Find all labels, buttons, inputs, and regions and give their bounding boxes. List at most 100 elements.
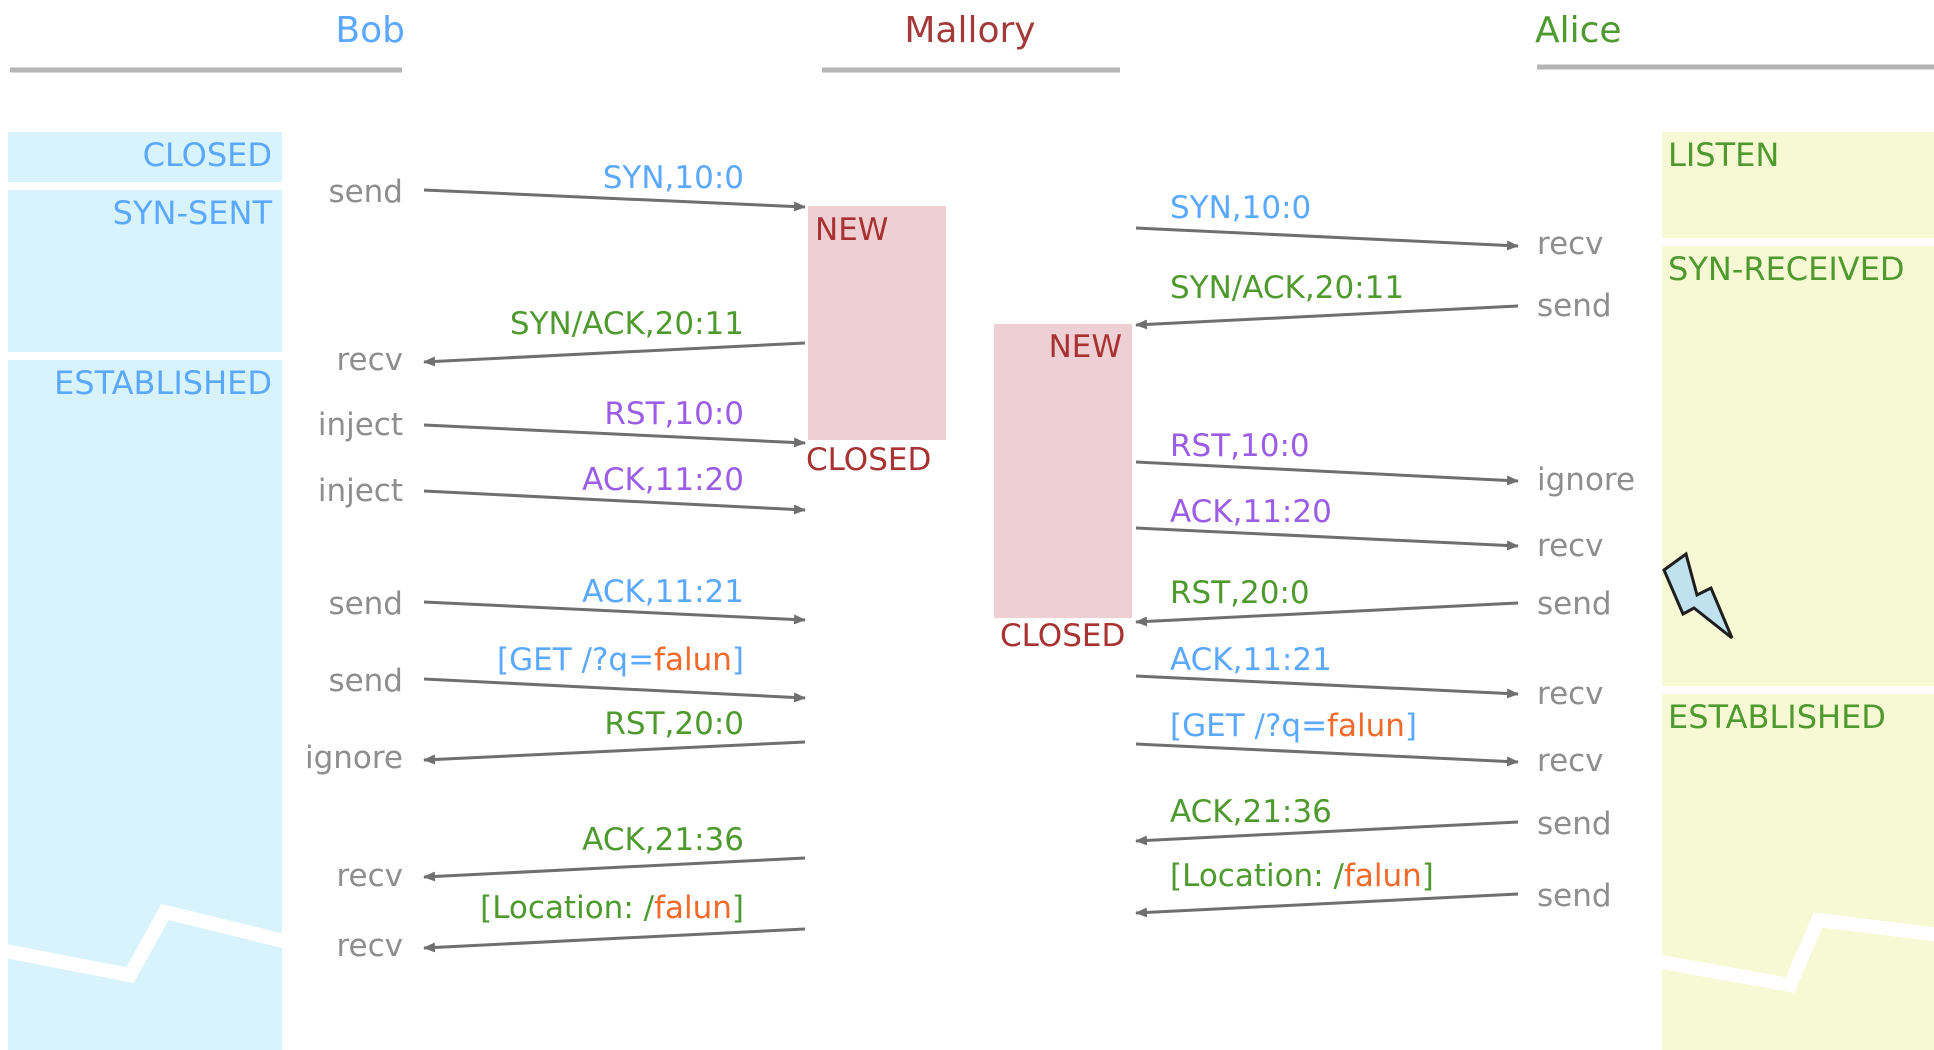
message-keyword: falun bbox=[1344, 858, 1422, 894]
bob-action-label: recv bbox=[336, 342, 403, 378]
message-arrow-to-mallory bbox=[423, 423, 806, 448]
bob-message-label: [GET /?q=falun] bbox=[497, 642, 744, 678]
alice-side-messages: SYN,10:0 SYN/ACK,20:11 RST,10:0 ACK,11:2… bbox=[1135, 190, 1519, 918]
alice-action-label: send bbox=[1537, 586, 1612, 622]
message-text: [GET /?q= bbox=[497, 642, 654, 678]
alice-action-label: recv bbox=[1537, 528, 1604, 564]
message-arrow-to-mallory bbox=[423, 489, 806, 515]
bob-side-messages: SYN,10:0 SYN/ACK,20:11 RST,10:0 ACK,11:2… bbox=[423, 160, 806, 953]
alice-action-label: recv bbox=[1537, 743, 1604, 779]
header-alice: Alice bbox=[1535, 10, 1934, 70]
party-name-bob: Bob bbox=[335, 10, 405, 51]
bob-state-box-syn-sent bbox=[8, 190, 282, 352]
header-mallory: Mallory bbox=[822, 10, 1120, 73]
bob-message-label: ACK,11:20 bbox=[582, 462, 744, 498]
message-keyword: falun bbox=[654, 642, 732, 678]
alice-message-label: [Location: /falun] bbox=[1170, 858, 1434, 894]
alice-state-label: ESTABLISHED bbox=[1668, 698, 1886, 736]
bob-action-label: inject bbox=[318, 407, 403, 443]
message-arrow-to-mallory bbox=[1135, 892, 1519, 918]
message-arrow-to-bob bbox=[423, 927, 806, 953]
mallory-state-box-left bbox=[808, 206, 946, 440]
bob-message-label: ACK,21:36 bbox=[582, 822, 744, 858]
message-arrow-to-mallory bbox=[1135, 601, 1519, 627]
mallory-state-label: CLOSED bbox=[1000, 618, 1125, 654]
message-arrow-to-bob bbox=[423, 341, 806, 367]
alice-action-label: recv bbox=[1537, 226, 1604, 262]
message-arrow-to-alice bbox=[1135, 460, 1519, 486]
bob-message-label: RST,10:0 bbox=[604, 396, 744, 432]
message-text: ] bbox=[1422, 858, 1434, 894]
bob-state-box-closed bbox=[8, 132, 282, 182]
bob-message-label: SYN/ACK,20:11 bbox=[510, 306, 744, 342]
bob-action-label: send bbox=[328, 586, 403, 622]
alice-action-label: send bbox=[1537, 288, 1612, 324]
alice-message-label: ACK,11:20 bbox=[1170, 494, 1332, 530]
bob-state-label: CLOSED bbox=[143, 136, 272, 174]
alice-message-label: RST,20:0 bbox=[1170, 575, 1310, 611]
message-arrow-to-bob bbox=[423, 740, 806, 765]
message-keyword: falun bbox=[654, 890, 732, 926]
bob-actions: send recv inject inject send send ignore… bbox=[305, 174, 403, 964]
alice-state-column: LISTEN SYN-RECEIVED ESTABLISHED bbox=[1648, 132, 1934, 1050]
mallory-state-right: NEW CLOSED bbox=[994, 324, 1132, 654]
alice-action-label: send bbox=[1537, 806, 1612, 842]
message-text: [Location: / bbox=[480, 890, 655, 926]
alice-message-label: RST,10:0 bbox=[1170, 428, 1310, 464]
message-arrow-to-mallory bbox=[1135, 820, 1519, 846]
message-text: ] bbox=[1405, 708, 1417, 744]
message-arrow-to-mallory bbox=[1135, 304, 1519, 330]
alice-state-label: LISTEN bbox=[1668, 136, 1779, 174]
bob-action-label: send bbox=[328, 174, 403, 210]
lightning-icon bbox=[1662, 551, 1734, 640]
alice-timeline-break bbox=[1648, 912, 1934, 993]
header-bob: Bob bbox=[10, 10, 405, 73]
bob-message-label: ACK,11:21 bbox=[582, 574, 744, 610]
alice-message-label: ACK,21:36 bbox=[1170, 794, 1332, 830]
bob-action-label: recv bbox=[336, 928, 403, 964]
alice-message-label: [GET /?q=falun] bbox=[1170, 708, 1417, 744]
message-text: [GET /?q= bbox=[1170, 708, 1327, 744]
alice-state-label: SYN-RECEIVED bbox=[1668, 250, 1905, 288]
bob-action-label: send bbox=[328, 663, 403, 699]
bob-message-label: SYN,10:0 bbox=[603, 160, 744, 196]
mallory-state-label: CLOSED bbox=[806, 442, 931, 478]
alice-message-label: ACK,11:21 bbox=[1170, 642, 1332, 678]
message-arrow-to-mallory bbox=[423, 188, 806, 212]
bob-state-label: ESTABLISHED bbox=[54, 364, 272, 402]
message-arrow-to-alice bbox=[1135, 526, 1519, 551]
mallory-state-left: NEW CLOSED bbox=[806, 206, 946, 478]
party-name-mallory: Mallory bbox=[904, 10, 1035, 51]
bob-message-label: RST,20:0 bbox=[604, 706, 744, 742]
bob-state-column: CLOSED SYN-SENT ESTABLISHED bbox=[0, 132, 302, 1050]
message-arrow-to-alice bbox=[1135, 674, 1519, 699]
alice-action-label: ignore bbox=[1537, 462, 1635, 498]
bob-timeline-break bbox=[0, 903, 302, 983]
alice-action-label: send bbox=[1537, 878, 1612, 914]
party-name-alice: Alice bbox=[1535, 10, 1622, 51]
message-arrow-to-mallory bbox=[423, 677, 806, 703]
bob-action-label: ignore bbox=[305, 740, 403, 776]
alice-actions: recv send ignore recv send recv recv sen… bbox=[1537, 226, 1635, 914]
message-text: ] bbox=[732, 642, 744, 678]
mallory-state-label: NEW bbox=[1049, 329, 1122, 365]
message-text: ] bbox=[732, 890, 744, 926]
bob-state-label: SYN-SENT bbox=[113, 194, 273, 232]
bob-action-label: recv bbox=[336, 858, 403, 894]
message-text: [Location: / bbox=[1170, 858, 1345, 894]
alice-message-label: SYN,10:0 bbox=[1170, 190, 1311, 226]
bob-message-label: [Location: /falun] bbox=[480, 890, 744, 926]
alice-state-box-syn-received bbox=[1662, 246, 1934, 686]
message-arrow-to-bob bbox=[423, 856, 806, 882]
alice-action-label: recv bbox=[1537, 676, 1604, 712]
message-arrow-to-alice bbox=[1135, 742, 1519, 767]
message-arrow-to-mallory bbox=[423, 600, 806, 625]
alice-state-box-established bbox=[1662, 694, 1934, 1050]
message-keyword: falun bbox=[1327, 708, 1405, 744]
mallory-state-box-right bbox=[994, 324, 1132, 618]
message-arrow-to-alice bbox=[1135, 226, 1519, 251]
alice-state-box-listen bbox=[1662, 132, 1934, 238]
alice-message-label: SYN/ACK,20:11 bbox=[1170, 270, 1404, 306]
bob-action-label: inject bbox=[318, 473, 403, 509]
